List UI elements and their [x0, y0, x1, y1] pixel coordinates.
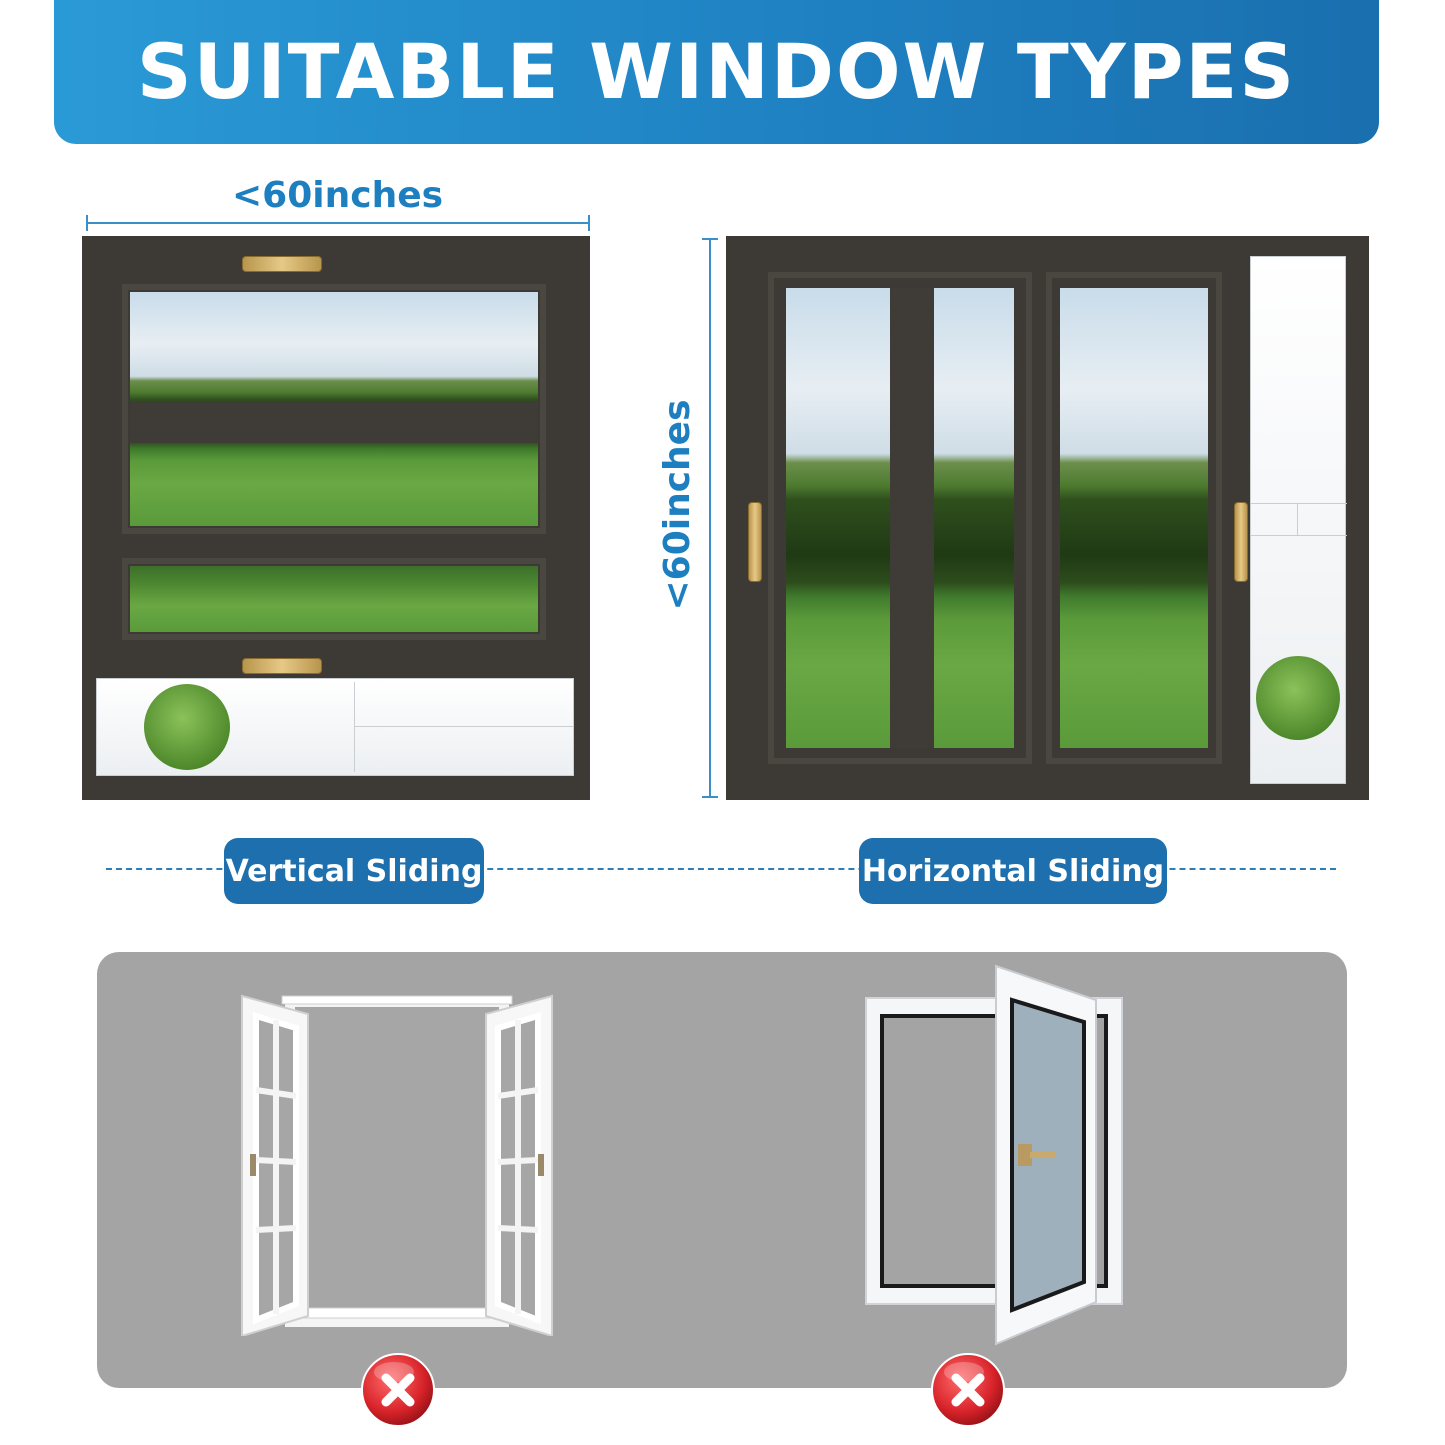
close-circle-icon [931, 1353, 1005, 1427]
height-dimension-line [702, 238, 718, 798]
garden-view-lower [130, 566, 538, 632]
lower-sash [122, 558, 546, 640]
header-banner: SUITABLE WINDOW TYPES [54, 0, 1379, 144]
close-circle-icon [361, 1353, 435, 1427]
sash-rail [130, 401, 538, 443]
tilt-turn-casement-illustration [865, 964, 1123, 1346]
upper-sash [122, 284, 546, 534]
french-casement-illustration [241, 994, 553, 1338]
height-dimension-label: <60inches [657, 399, 698, 611]
panel-extension [354, 682, 573, 772]
sash-handle-right [1234, 502, 1248, 582]
divider-dashed-line [106, 868, 1336, 870]
vertical-sliding-label: Vertical Sliding [224, 838, 484, 904]
left-sash-mullion [890, 288, 934, 748]
left-sash [768, 272, 1032, 764]
exhaust-hose-hole [1256, 656, 1340, 740]
garden-view-right [1060, 288, 1208, 748]
exhaust-hose-hole [144, 684, 230, 770]
tilt-turn-casement-window [864, 960, 1126, 1346]
right-sash [1046, 272, 1222, 764]
horizontal-sliding-label: Horizontal Sliding [859, 838, 1167, 904]
width-dimension-line [86, 215, 590, 231]
width-dimension-label: <60inches [232, 175, 444, 216]
french-casement-window [238, 990, 556, 1338]
horizontal-sliding-window [726, 236, 1369, 800]
sash-handle-left [748, 502, 762, 582]
window-latch-bottom [242, 658, 322, 674]
page-title: SUITABLE WINDOW TYPES [136, 27, 1297, 116]
vertical-sliding-window [82, 236, 590, 800]
window-latch-top [242, 256, 322, 272]
